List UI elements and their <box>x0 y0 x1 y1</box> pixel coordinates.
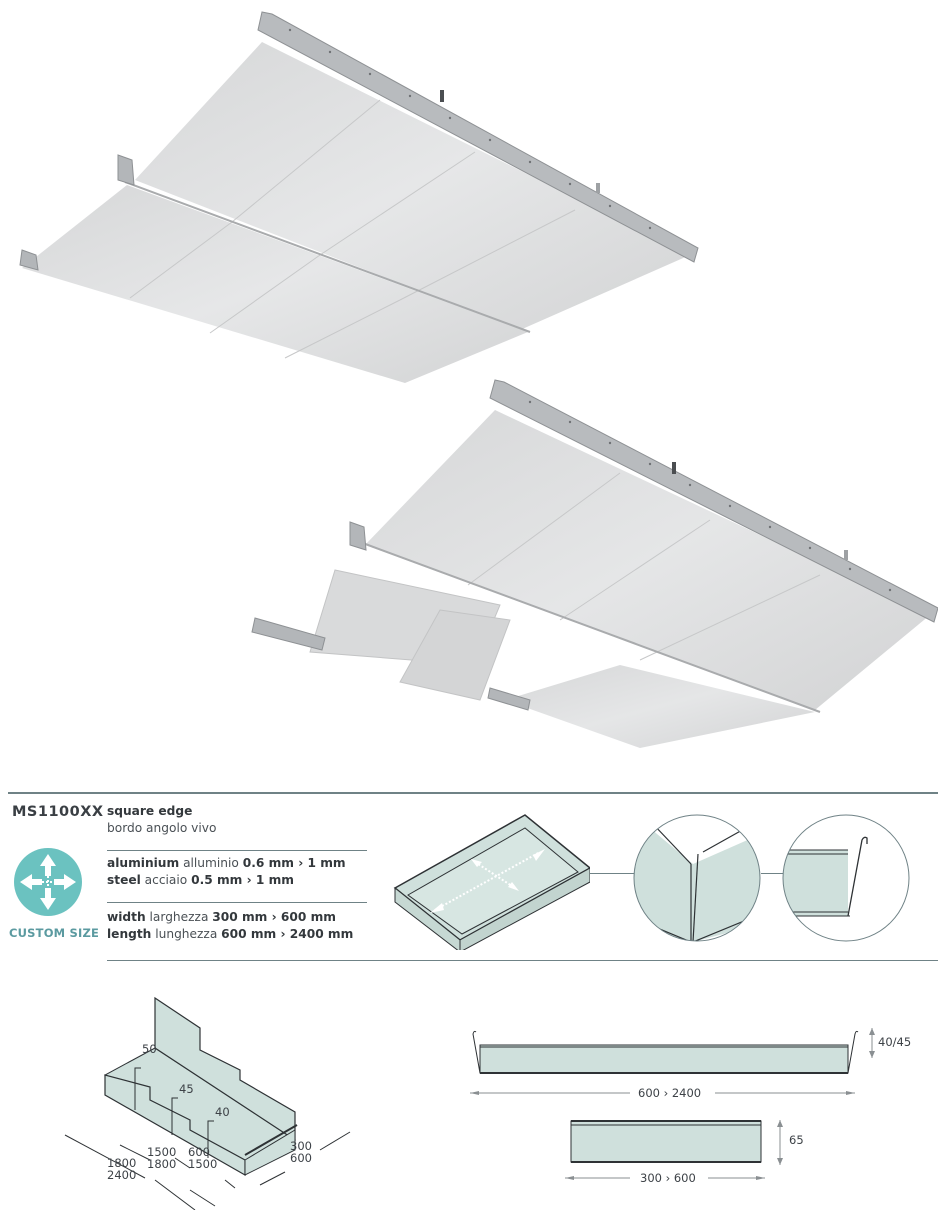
long-length-label: 600 › 2400 <box>638 1086 702 1100</box>
edge-spec: square edge bordo angolo vivo <box>107 803 216 837</box>
section-long: 600 › 2400 <box>465 1020 885 1105</box>
section-divider-top <box>8 792 938 794</box>
hook-detail-circle <box>782 814 910 942</box>
section-short: 300 › 600 <box>560 1115 780 1190</box>
height-arrow-65 <box>776 1120 784 1165</box>
length-b-top: 1500 <box>147 1145 177 1159</box>
tray-illustration <box>390 810 590 950</box>
iso-dimension-drawing: 50 45 40 1800 2400 1500 1800 600 1500 30… <box>55 990 355 1210</box>
edge-it: bordo angolo vivo <box>107 821 217 835</box>
short-length-label: 300 › 600 <box>640 1171 696 1185</box>
ceiling-render-bottom <box>240 370 938 770</box>
length-c-bottom: 1500 <box>188 1157 218 1171</box>
long-height-label: 40/45 <box>878 1035 912 1049</box>
product-code: MS1100XX <box>12 804 104 820</box>
width-bottom: 600 <box>290 1151 312 1165</box>
edge-detail-circle <box>633 814 761 942</box>
dimension-row-length: length lunghezza 600 mm › 2400 mm <box>107 927 354 941</box>
length-a-bottom: 2400 <box>107 1168 137 1182</box>
leader-line-2 <box>761 873 783 874</box>
spec-divider-2 <box>107 902 367 903</box>
material-row-steel: steel acciaio 0.5 mm › 1 mm <box>107 873 294 887</box>
height-label-45: 45 <box>179 1082 194 1096</box>
height-label-40: 40 <box>215 1105 230 1119</box>
leader-line-1 <box>590 873 634 874</box>
dimension-spec: width larghezza 300 mm › 600 mm length l… <box>107 909 353 943</box>
length-b-bottom: 1800 <box>147 1157 177 1171</box>
short-height-label: 65 <box>789 1133 804 1147</box>
custom-size-arrows-icon <box>14 848 82 916</box>
dimension-row-width: width larghezza 300 mm › 600 mm <box>107 910 336 924</box>
edge-en: square edge <box>107 804 193 818</box>
height-arrow-40-45 <box>868 1028 876 1058</box>
section-divider-bottom <box>107 960 938 961</box>
custom-size-label: CUSTOM SIZE <box>9 926 100 940</box>
height-label-50: 50 <box>142 1042 157 1056</box>
ceiling-render-top <box>0 0 938 400</box>
material-spec: aluminium alluminio 0.6 mm › 1 mm steel … <box>107 855 346 889</box>
material-row-aluminium: aluminium alluminio 0.6 mm › 1 mm <box>107 856 346 870</box>
spec-divider-1 <box>107 850 367 851</box>
length-a-top: 1800 <box>107 1156 137 1170</box>
width-top: 300 <box>290 1139 312 1153</box>
length-c-top: 600 <box>188 1145 210 1159</box>
